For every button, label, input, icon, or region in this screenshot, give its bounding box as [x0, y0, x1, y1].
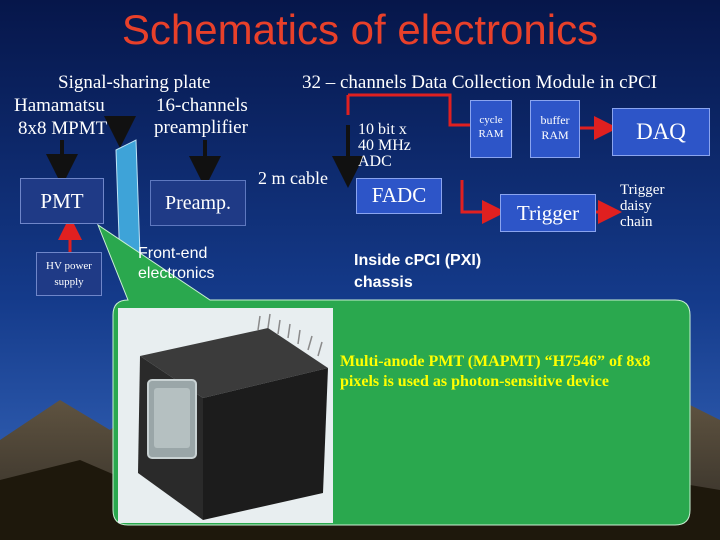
adc-line2: 40 MHz	[358, 137, 411, 154]
buffer-ram-line1: buffer	[540, 113, 570, 127]
cycle-ram-line2: RAM	[478, 128, 504, 140]
cycle-ram-box: cycle RAM	[470, 100, 512, 158]
dcm-label: 32 – channels Data Collection Module in …	[302, 72, 658, 93]
channels-label: 16-channels	[156, 95, 248, 116]
trigger-box: Trigger	[500, 194, 596, 232]
hv-label-line2: supply	[54, 276, 84, 288]
plate-label: Signal-sharing plate	[58, 72, 211, 93]
hv-label-line1: HV power	[46, 260, 92, 272]
cable-label: 2 m cable	[258, 168, 328, 188]
front-end-line2: electronics	[138, 265, 215, 282]
fadc-box: FADC	[356, 178, 442, 214]
preamplifier-label: preamplifier	[154, 117, 248, 138]
daisy-line3: chain	[620, 214, 653, 230]
daisy-chain-label: Trigger daisy chain	[620, 182, 664, 230]
hv-supply-box: HV power supply	[36, 252, 102, 296]
adc-line3: ADC	[358, 153, 392, 170]
buffer-ram-line2: RAM	[541, 128, 569, 142]
mpmt-label: 8x8 MPMT	[18, 118, 108, 139]
cpci-line2: chassis	[354, 274, 413, 291]
mapmt-photo	[118, 308, 333, 523]
hamamatsu-label: Hamamatsu	[14, 95, 105, 116]
cycle-ram-line1: cycle	[479, 114, 503, 126]
page-title: Schematics of electronics	[121, 6, 599, 53]
pmt-box: PMT	[20, 178, 104, 224]
arrow-fadc-to-trigger	[460, 180, 506, 224]
fadc-label: FADC	[371, 183, 427, 207]
buffer-ram-box: buffer RAM	[530, 100, 580, 158]
preamp-label: Preamp.	[164, 192, 232, 214]
adc-label: 10 bit x 40 MHz ADC	[358, 122, 411, 170]
cpci-line1: Inside cPCI (PXI)	[354, 252, 482, 269]
daisy-line1: Trigger	[620, 182, 665, 198]
cpci-label: Inside cPCI (PXI) chassis	[354, 250, 481, 294]
mapmt-description: Multi-anode PMT (MAPMT) “H7546” of 8x8 p…	[340, 353, 651, 390]
daq-label: DAQ	[636, 119, 686, 144]
adc-line1: 10 bit x	[358, 121, 407, 138]
front-end-label: Front-end electronics	[138, 244, 214, 284]
preamp-box: Preamp.	[150, 180, 246, 226]
daisy-line2: daisy	[620, 198, 652, 214]
daq-box: DAQ	[612, 108, 710, 156]
front-end-line1: Front-end	[138, 245, 208, 262]
pmt-label: PMT	[40, 189, 84, 213]
trigger-label: Trigger	[516, 201, 580, 225]
adc-bracket	[346, 93, 470, 127]
